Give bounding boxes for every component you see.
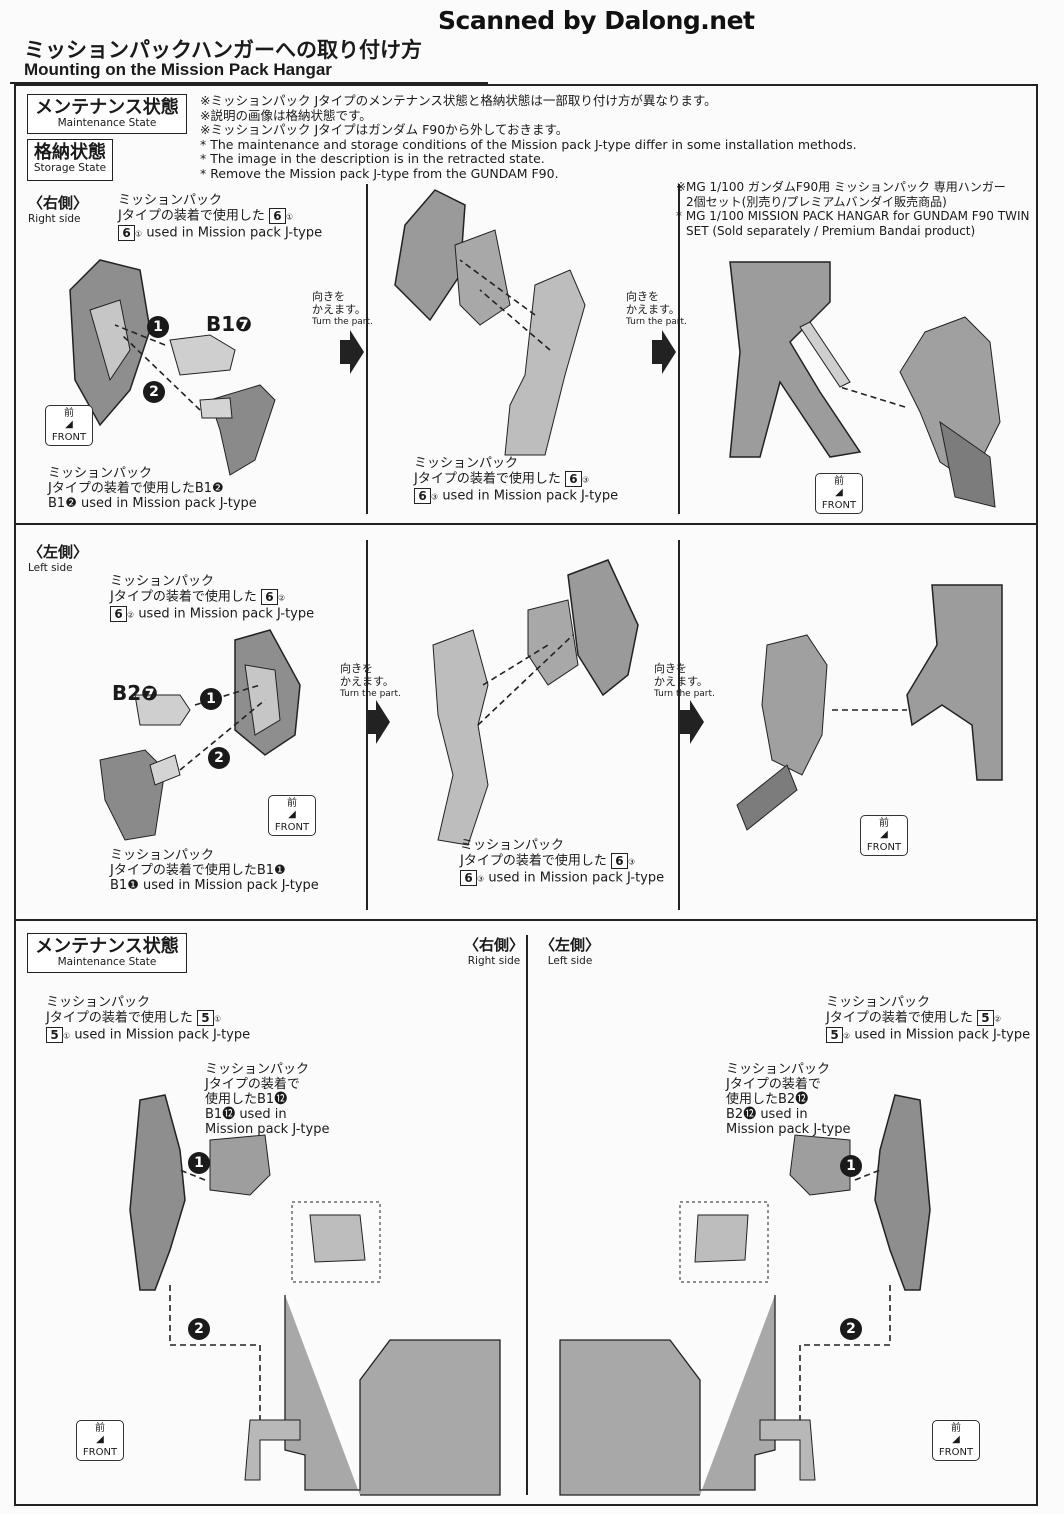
maintenance-illustration-right (129, 1094, 501, 1496)
instruction-frame (14, 84, 1038, 1506)
caption-b1-2: ミッションパック Jタイプの装着で使用したB1❷ B1❷ used in Mis… (48, 466, 257, 511)
turn-arrow-2a (366, 700, 390, 744)
maintenance-state-label-2: メンテナンス状態 Maintenance State (27, 933, 187, 973)
front-indicator-5: 前 ◢ FRONT (76, 1420, 124, 1461)
hangar-illustration-2c (736, 584, 1003, 831)
turn-instruction-1a: 向きをかえます。Turn the part. (312, 290, 373, 327)
caption-b1-12: ミッションパック Jタイプの装着で 使用したB1⓬ B1⓬ used in Mi… (205, 1062, 330, 1137)
maintenance-state-label: メンテナンス状態 Maintenance State (27, 94, 187, 134)
assembly-illustration-1b (394, 189, 586, 456)
note-en-2: * The image in the description is in the… (200, 151, 545, 166)
panel-divider-1b (678, 184, 680, 514)
turn-arrow-1b (652, 330, 676, 374)
step-1-badge-left: 1 (200, 688, 222, 710)
front-indicator-3: 前 ◢ FRONT (268, 795, 316, 836)
maintenance-illustration-left (559, 1094, 931, 1496)
front-indicator-2: 前 ◢ FRONT (815, 473, 863, 514)
right-side-heading: 〈右側〉 Right side (28, 194, 89, 225)
step-2-badge: 2 (143, 381, 165, 403)
caption-b1-1: ミッションパック Jタイプの装着で使用したB1❶ B1❶ used in Mis… (110, 848, 319, 893)
panel-divider-1a (366, 184, 368, 514)
center-divider (526, 935, 528, 1495)
right-side-heading-2: 〈右側〉 Right side (464, 936, 525, 967)
turn-arrow-2b (680, 700, 704, 744)
assembly-illustration-1a (69, 259, 276, 476)
step-2-badge-maint-r: 2 (188, 1318, 210, 1340)
step-2-badge-maint-l: 2 (840, 1318, 862, 1340)
part-code-b1-7: B1❼ (206, 312, 253, 336)
storage-state-label: 格納状態 Storage State (27, 139, 113, 181)
assembly-illustration-2b (432, 559, 639, 846)
part-code-b2-7: B2❼ (112, 681, 159, 705)
panel-divider-2b (678, 540, 680, 910)
section-divider-1 (14, 523, 1036, 525)
note-ja-3: ※ミッションパック Jタイプはガンダム F90から外しておきます。 (200, 122, 569, 137)
step-2-badge-left: 2 (208, 747, 230, 769)
caption-b2-12: ミッションパック Jタイプの装着で 使用したB2⓬ B2⓬ used in Mi… (726, 1062, 851, 1137)
turn-arrow-1a (340, 330, 364, 374)
front-indicator-1: 前 ◢ FRONT (45, 405, 93, 446)
turn-instruction-2a: 向きをかえます。Turn the part. (340, 662, 401, 699)
note-ja-1: ※ミッションパック Jタイプのメンテナンス状態と格納状態は一部取り付け方が異なり… (200, 93, 717, 108)
section-divider-2 (14, 919, 1036, 921)
left-side-heading: 〈左側〉 Left side (28, 543, 89, 574)
note-en-3: * Remove the Mission pack J-type from th… (200, 165, 559, 181)
note-en-1: * The maintenance and storage conditions… (200, 136, 857, 152)
note-ja-2: ※説明の画像は格納状態です。 (200, 107, 372, 123)
scanned-watermark: Scanned by Dalong.net (438, 6, 755, 35)
step-1-badge: 1 (147, 316, 169, 338)
notes-block: ※ミッションパック Jタイプのメンテナンス状態と格納状態は一部取り付け方が異なり… (200, 93, 857, 181)
page-title-en: Mounting on the Mission Pack Hangar (24, 60, 332, 79)
assembly-illustration-2a (99, 629, 301, 841)
turn-instruction-2b: 向きをかえます。Turn the part. (654, 662, 715, 699)
step-1-badge-maint-r: 1 (188, 1152, 210, 1174)
hangar-illustration-1c (729, 261, 1001, 508)
turn-instruction-1b: 向きをかえます。Turn the part. (626, 290, 687, 327)
page-title-ja: ミッションパックハンガーへの取り付け方 (24, 38, 422, 62)
front-indicator-4: 前 ◢ FRONT (860, 815, 908, 856)
title-underline (10, 82, 488, 84)
step-1-badge-maint-l: 1 (840, 1155, 862, 1177)
left-side-heading-2: 〈左側〉 Left side (540, 936, 601, 967)
front-indicator-6: 前 ◢ FRONT (932, 1420, 980, 1461)
hangar-note: ※MG 1/100 ガンダムF90用 ミッションパック 専用ハンガー 2個セット… (676, 180, 1030, 238)
